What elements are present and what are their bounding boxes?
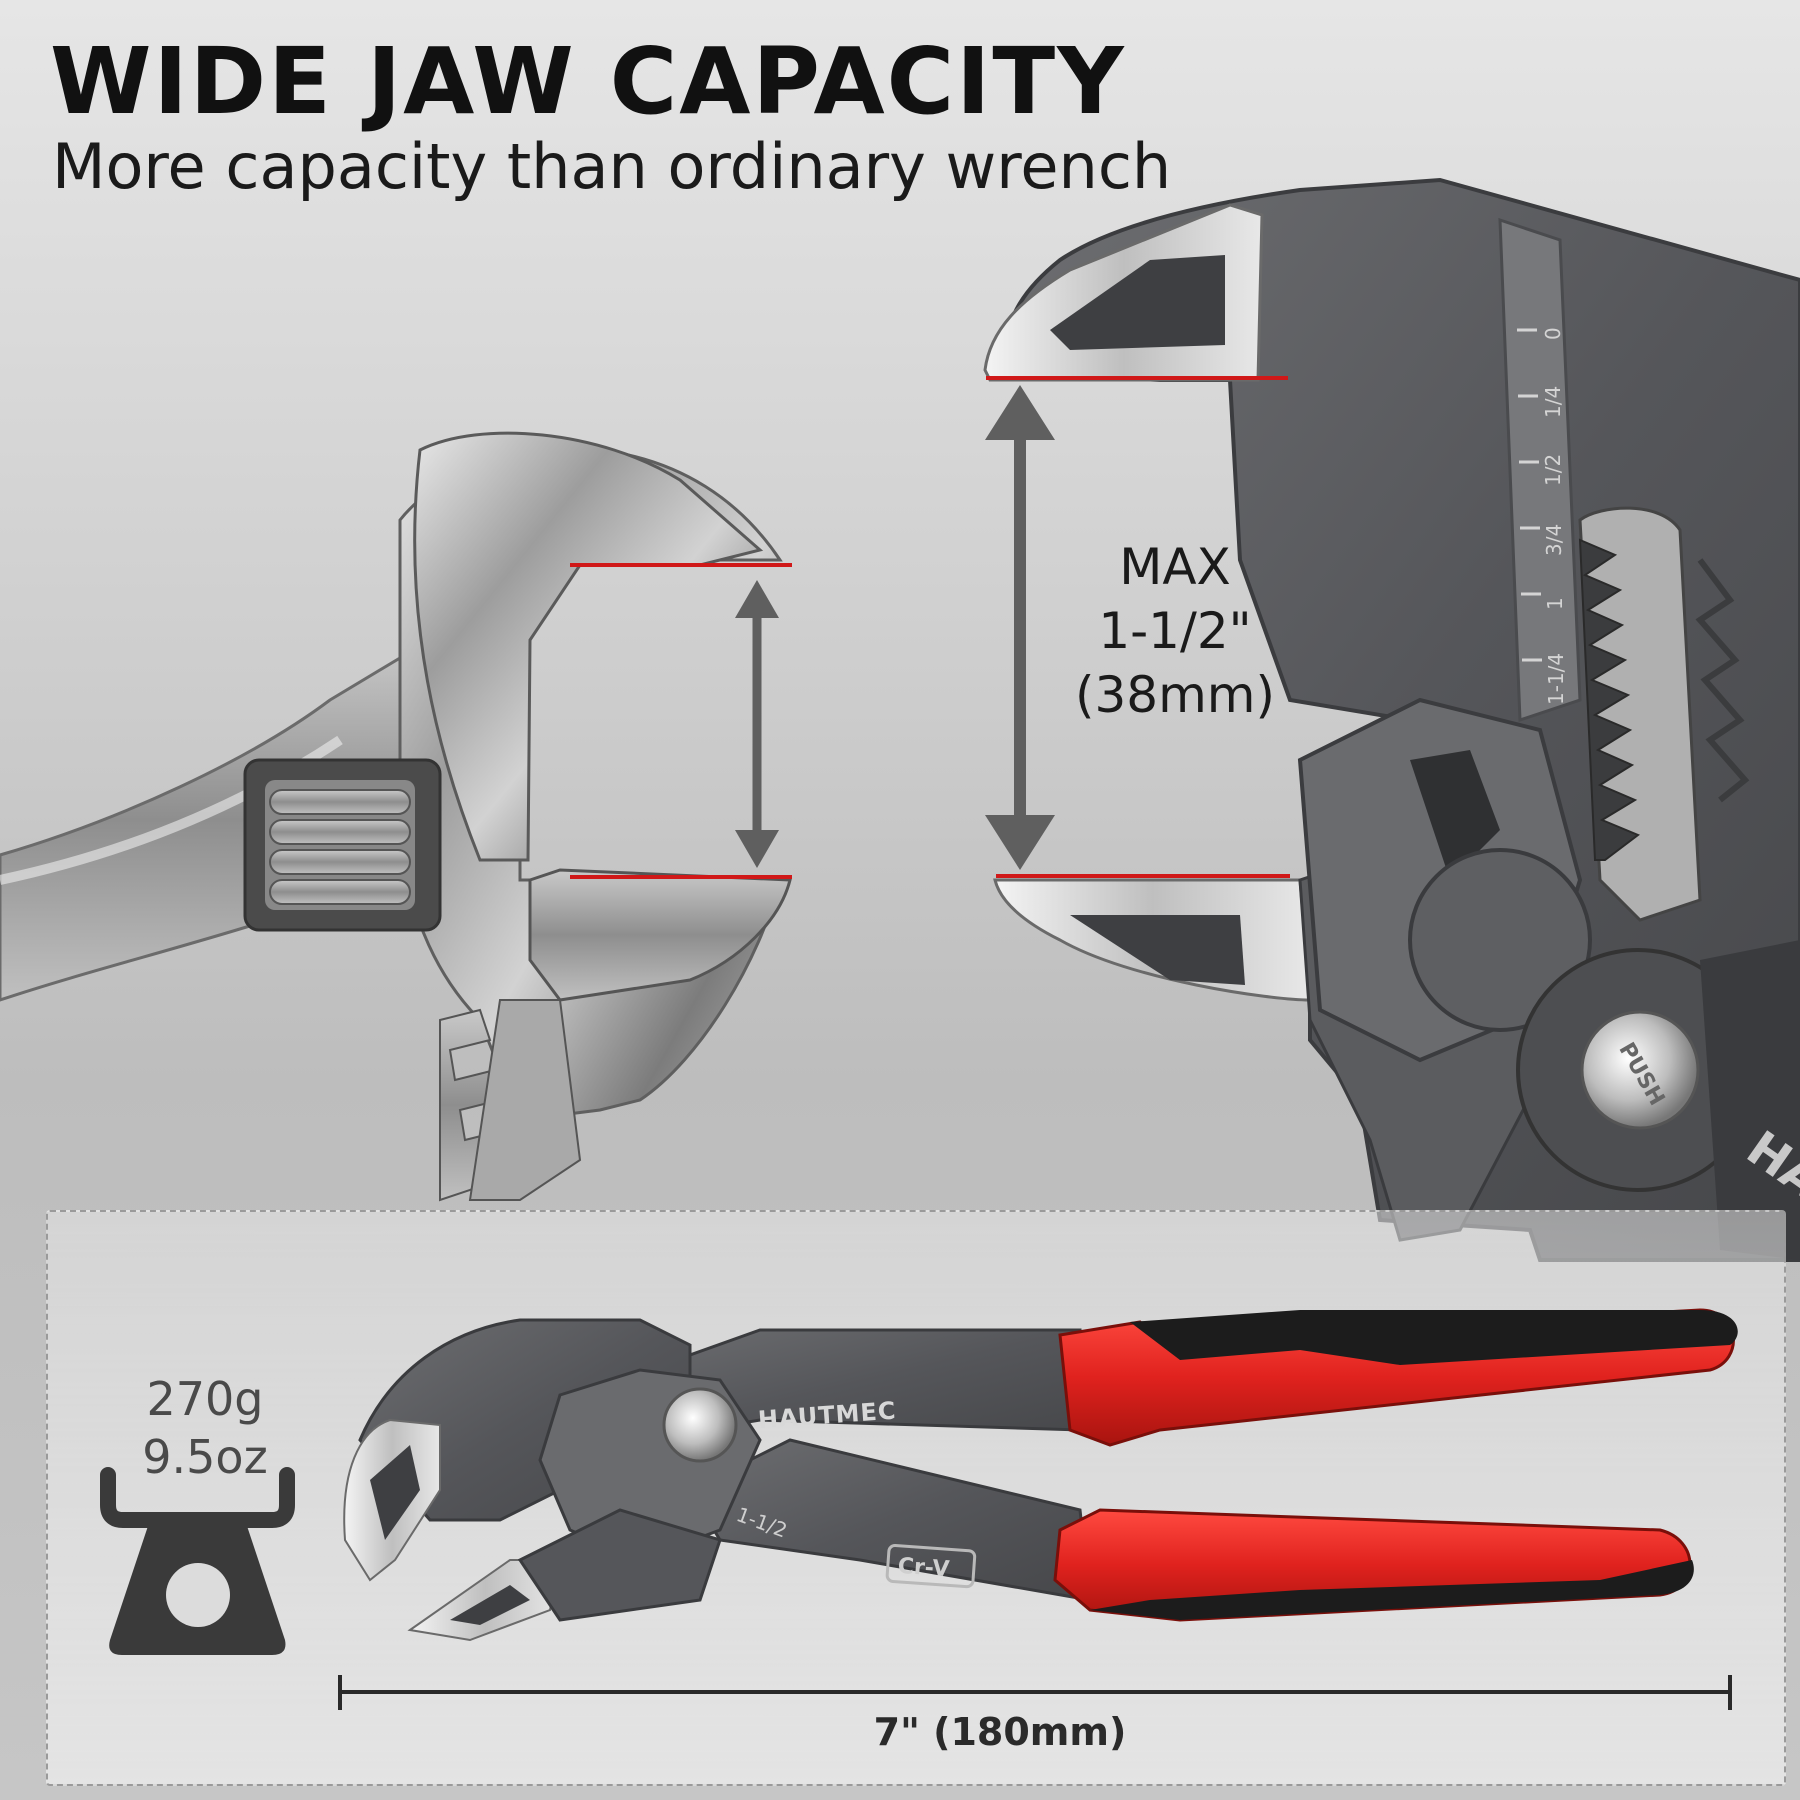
scale-mark-0: 0 xyxy=(1541,327,1565,340)
pliers-jaw-measurement xyxy=(985,376,1290,878)
length-dimension xyxy=(338,1675,1732,1710)
pivot-bolt-icon xyxy=(662,1387,738,1463)
pliers-wrench-closeup: 0 1/4 1/2 3/4 1 1-1/4 PUSH HA xyxy=(983,177,1800,1262)
scale-mark-5: 1-1/4 xyxy=(1544,653,1568,705)
max-capacity-line3: (38mm) xyxy=(1074,666,1276,724)
headline: WIDE JAW CAPACITY xyxy=(50,28,1126,135)
material-mark: Cr-V xyxy=(897,1554,950,1583)
length-label: 7" (180mm) xyxy=(873,1710,1127,1754)
worm-gear xyxy=(265,780,415,910)
max-capacity-line1: MAX xyxy=(1119,538,1231,596)
weight-label: 270g 9.5oz xyxy=(120,1370,290,1486)
scale-mark-4: 1 xyxy=(1543,597,1567,610)
scale-mark-3: 3/4 xyxy=(1542,524,1566,556)
adjustable-wrench xyxy=(0,431,792,1202)
pliers-wrench: HAUTMEC 1-1/2 Cr-V xyxy=(343,1308,1738,1642)
weight-scale-icon xyxy=(100,1467,295,1655)
jaw-scale: 0 1/4 1/2 3/4 1 1-1/4 xyxy=(1517,327,1568,705)
weight-ounces: 9.5oz xyxy=(142,1430,268,1484)
max-capacity-line2: 1-1/2" xyxy=(1098,602,1252,660)
weight-grams: 270g xyxy=(146,1372,264,1426)
max-capacity-label: MAX 1-1/2" (38mm) xyxy=(1030,535,1320,727)
scale-mark-2: 1/2 xyxy=(1541,454,1565,486)
wrench-jaw-measurement xyxy=(570,563,792,879)
subheadline: More capacity than ordinary wrench xyxy=(52,130,1172,203)
push-button-icon xyxy=(1580,1010,1700,1130)
scale-mark-1: 1/4 xyxy=(1541,386,1565,418)
